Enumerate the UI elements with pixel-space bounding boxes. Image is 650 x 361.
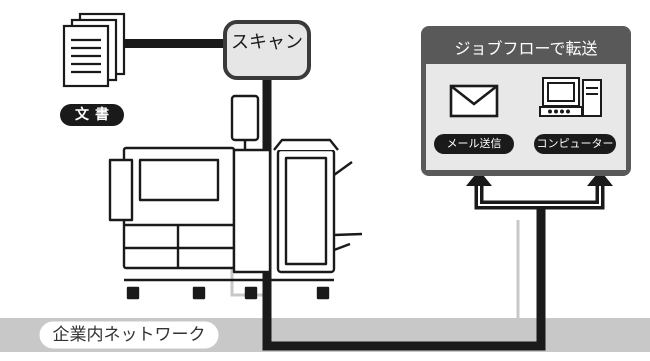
envelope-icon: [449, 84, 499, 118]
network-label: 企業内ネットワーク: [52, 325, 206, 345]
document-pill: [60, 104, 124, 126]
document-stack-icon: [62, 12, 126, 88]
computer-label: コンピューター: [536, 137, 614, 150]
jobflow-panel-title: ジョブフローで転送: [454, 39, 598, 58]
flow-line-highlight: [478, 182, 601, 206]
arrow-to-computer: [587, 170, 613, 186]
computer-icon: [539, 77, 602, 117]
scan-label: スキャン: [231, 32, 303, 53]
multifunction-printer-icon: [108, 94, 363, 300]
scan-box: [223, 20, 311, 80]
doc-scan-connector: [124, 39, 228, 48]
document-label: 文書: [75, 107, 115, 123]
computer-pill: [534, 134, 616, 154]
email-pill: [434, 134, 514, 154]
email-label: メール送信: [446, 137, 502, 150]
arrow-to-email: [466, 170, 492, 186]
network-pill: [36, 318, 222, 352]
